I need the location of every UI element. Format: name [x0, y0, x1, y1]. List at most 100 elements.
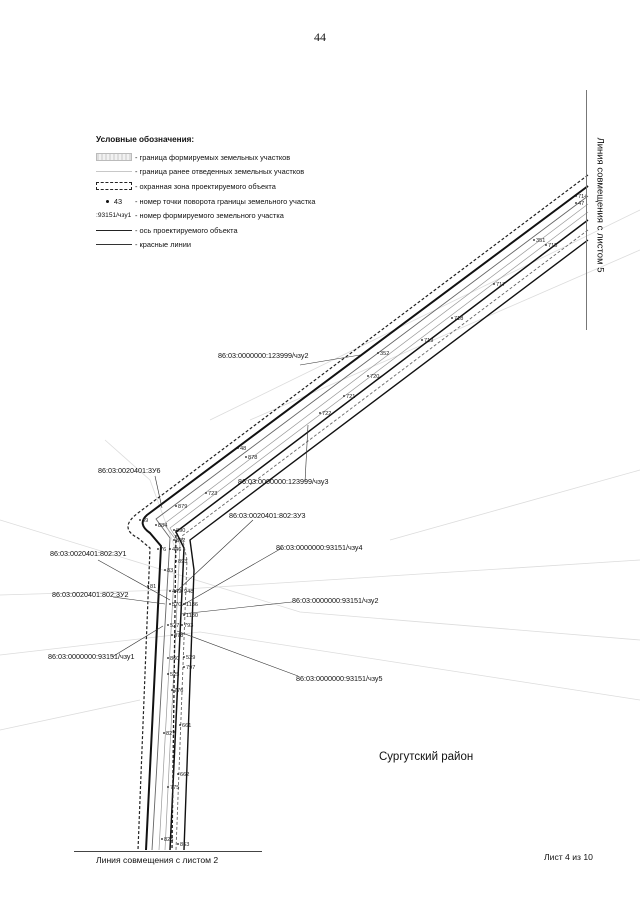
legend-title: Условные обозначения: — [96, 135, 195, 144]
turning-point-label: 449 — [172, 589, 181, 595]
legend-item-axis: - ось проектируемого объекта — [96, 223, 356, 238]
parcel-label: 86:03:0020401:802:3У3 — [229, 511, 306, 520]
turning-point-label: 722 — [322, 411, 331, 417]
legend-item-text: - граница ранее отведенных земельных уча… — [135, 167, 305, 177]
turning-point-label: 775 — [170, 785, 179, 791]
legend-item-prior-boundary: - граница ранее отведенных земельных уча… — [96, 165, 356, 180]
legend-item-text: - номер точки поворота границы земельног… — [135, 196, 316, 206]
turning-point-label: 352 — [380, 351, 389, 357]
parcel-label: 86:03:0000000:93151/чзу5 — [296, 674, 383, 683]
parcel-label: 86:03:0000000:123999/чзу2 — [218, 351, 309, 360]
turning-point-dot — [575, 195, 577, 197]
turning-point-label: 893 — [178, 559, 187, 565]
turning-point-dot — [171, 689, 173, 691]
legend-item-parcel-number: :93151/чзу1 - номер формируемого земельн… — [96, 208, 356, 223]
turning-point-dot — [173, 529, 175, 531]
turning-point-label: 719 — [424, 338, 433, 344]
turning-point-label: 714 — [578, 194, 587, 200]
turning-point-label: 529 — [186, 655, 195, 661]
turning-point-dot — [139, 519, 141, 521]
turning-point-dot — [533, 239, 535, 241]
turning-point-label: 892 — [176, 538, 185, 544]
turning-point-label: 81 — [150, 584, 156, 590]
turning-point-label: 525 — [170, 672, 179, 678]
turning-point-label: 715 — [548, 243, 557, 249]
parcel-label: 86:03:0000000:123999/чзу3 — [238, 477, 329, 486]
legend-item-turning-point: 43 - номер точки поворота границы земель… — [96, 194, 356, 209]
page-number: 44 — [314, 30, 326, 44]
match-line-bottom — [74, 851, 262, 852]
turning-point-dot — [319, 412, 321, 414]
turning-point-label: 827 — [166, 731, 175, 737]
parcel-label: 86:03:0020401:3У6 — [98, 466, 161, 475]
turning-point-label: 878 — [248, 455, 257, 461]
turning-points: 4771435171571771871935272072172248878723… — [139, 194, 587, 848]
legend: Условные обозначения: - граница формируе… — [96, 135, 356, 252]
turning-point-label: 83 — [167, 568, 173, 574]
turning-point-label: 47 — [578, 201, 584, 207]
turning-point-dot — [175, 505, 177, 507]
turning-point-dot — [167, 624, 169, 626]
turning-point-label: 721 — [346, 394, 355, 400]
turning-point-dot — [157, 548, 159, 550]
legend-item-formed-boundary: - граница формируемых земельных участков — [96, 150, 356, 165]
turning-point-label: 878 — [174, 633, 183, 639]
turning-point-label: 948 — [184, 589, 193, 595]
turning-point-dot — [545, 244, 547, 246]
legend-item-text: - охранная зона проектируемого объекта — [135, 181, 276, 191]
turning-point-label: 793 — [184, 623, 193, 629]
turning-point-dot — [493, 283, 495, 285]
turning-point-label: 662 — [180, 772, 189, 778]
turning-point-dot — [161, 838, 163, 840]
match-line-label-sheet-2: Линия совмещения с листом 2 — [96, 855, 219, 865]
turning-point-swatch: 43 — [96, 196, 132, 206]
parcel-label: 86:03:0020401:802:3У1 — [50, 549, 127, 558]
legend-symbol: 43 — [113, 196, 123, 206]
turning-point-dot — [343, 395, 345, 397]
turning-point-label: 879 — [178, 504, 187, 510]
turning-point-label: 48 — [240, 446, 246, 452]
turning-point-dot — [575, 202, 577, 204]
turning-point-dot — [421, 339, 423, 341]
turning-point-label: 718 — [454, 316, 463, 322]
turning-point-label: 570 — [172, 602, 181, 608]
turning-point-dot — [245, 456, 247, 458]
point-dot-icon — [105, 199, 109, 203]
turning-point-dot — [451, 317, 453, 319]
turning-point-label: 723 — [208, 491, 217, 497]
turning-point-label: 776 — [174, 688, 183, 694]
turning-point-dot — [183, 603, 185, 605]
turning-point-dot — [237, 447, 239, 449]
turning-point-dot — [163, 732, 165, 734]
turning-point-label: 863 — [180, 842, 189, 848]
turning-point-label: 890 — [176, 528, 185, 534]
turning-point-dot — [183, 666, 185, 668]
turning-point-label: 720 — [370, 374, 379, 380]
turning-point-dot — [177, 773, 179, 775]
turning-point-dot — [167, 673, 169, 675]
turning-point-dot — [183, 656, 185, 658]
match-line-label-sheet-5: Линия совмещения с листом 5 — [594, 137, 606, 273]
turning-point-label: 76 — [160, 547, 166, 553]
turning-point-dot — [147, 585, 149, 587]
turning-point-dot — [164, 569, 166, 571]
leader-lines — [97, 354, 361, 677]
turning-point-dot — [169, 548, 171, 550]
legend-item-red-lines: - красные линии — [96, 238, 356, 253]
parcel-label: 86:03:0000000:93151/чзу2 — [292, 596, 379, 605]
turning-point-label: 49 — [142, 518, 148, 524]
parcel-number-swatch: :93151/чзу1 — [96, 212, 132, 220]
turning-point-label: 717 — [496, 282, 505, 288]
background-parcels — [0, 209, 640, 731]
turning-point-dot — [177, 843, 179, 845]
turning-point-label: 351 — [536, 238, 545, 244]
turning-point-dot — [175, 560, 177, 562]
legend-item-protection-zone: - охранная зона проектируемого объекта — [96, 179, 356, 194]
red-lines-swatch — [96, 244, 132, 246]
turning-point-dot — [169, 590, 171, 592]
turning-point-dot — [171, 634, 173, 636]
turning-point-label: 884 — [158, 523, 167, 529]
parcel-label: 86:03:0000000:93151/чзу4 — [276, 543, 363, 552]
turning-point-dot — [183, 614, 185, 616]
